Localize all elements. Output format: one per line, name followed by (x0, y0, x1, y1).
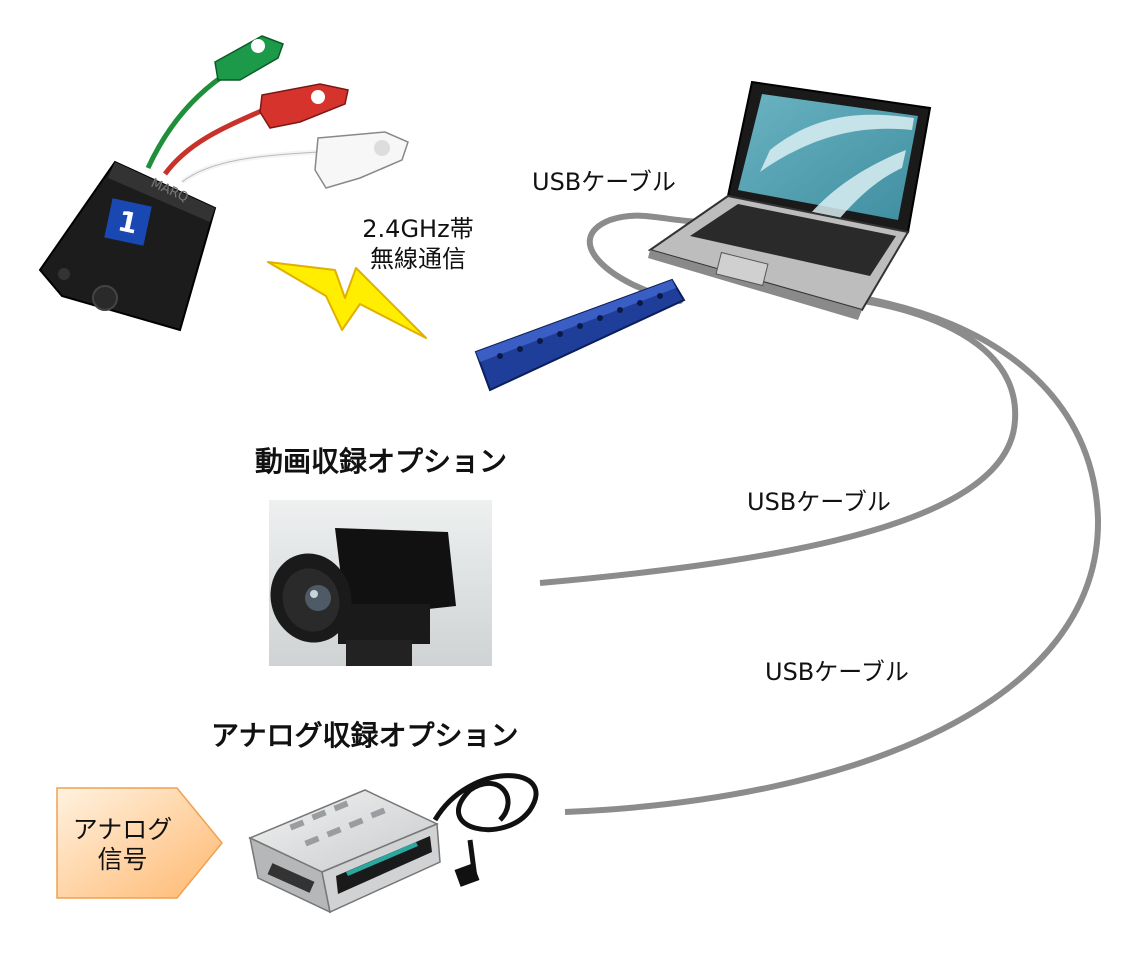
analog-option-title: アナログ収録オプション (211, 719, 519, 752)
usb-cable-analog (564, 293, 1102, 815)
video-option-title: 動画収録オプション (255, 445, 508, 478)
usb-cable-label-mid: USBケーブル (747, 488, 891, 516)
laptop (647, 80, 932, 320)
usb-cable-label-bottom: USBケーブル (765, 658, 909, 686)
lightning-icon (267, 261, 427, 339)
wireless-sensor: MARQ 1 (38, 35, 409, 332)
wireless-label-line1: 2.4GHz帯 (362, 215, 474, 243)
analog-signal-line2: 信号 (97, 845, 148, 874)
usb-cable-hub (586, 212, 703, 304)
analog-signal-label: アナログ 信号 (60, 815, 185, 875)
usb-hub (474, 278, 686, 392)
wireless-label: 2.4GHz帯 無線通信 (358, 214, 478, 274)
usb-cable-label-top: USBケーブル (532, 168, 676, 196)
white-clip-icon (314, 131, 409, 189)
analog-signal-line1: アナログ (72, 815, 173, 844)
wireless-label-line2: 無線通信 (370, 245, 466, 273)
red-clip-icon (259, 83, 349, 129)
usb-cable-camera (539, 297, 1019, 586)
analog-signal-arrow (56, 787, 223, 899)
sensor-badge (104, 198, 152, 246)
camera-photo (269, 500, 492, 666)
analog-unit (248, 773, 539, 914)
green-clip-icon (214, 35, 284, 81)
